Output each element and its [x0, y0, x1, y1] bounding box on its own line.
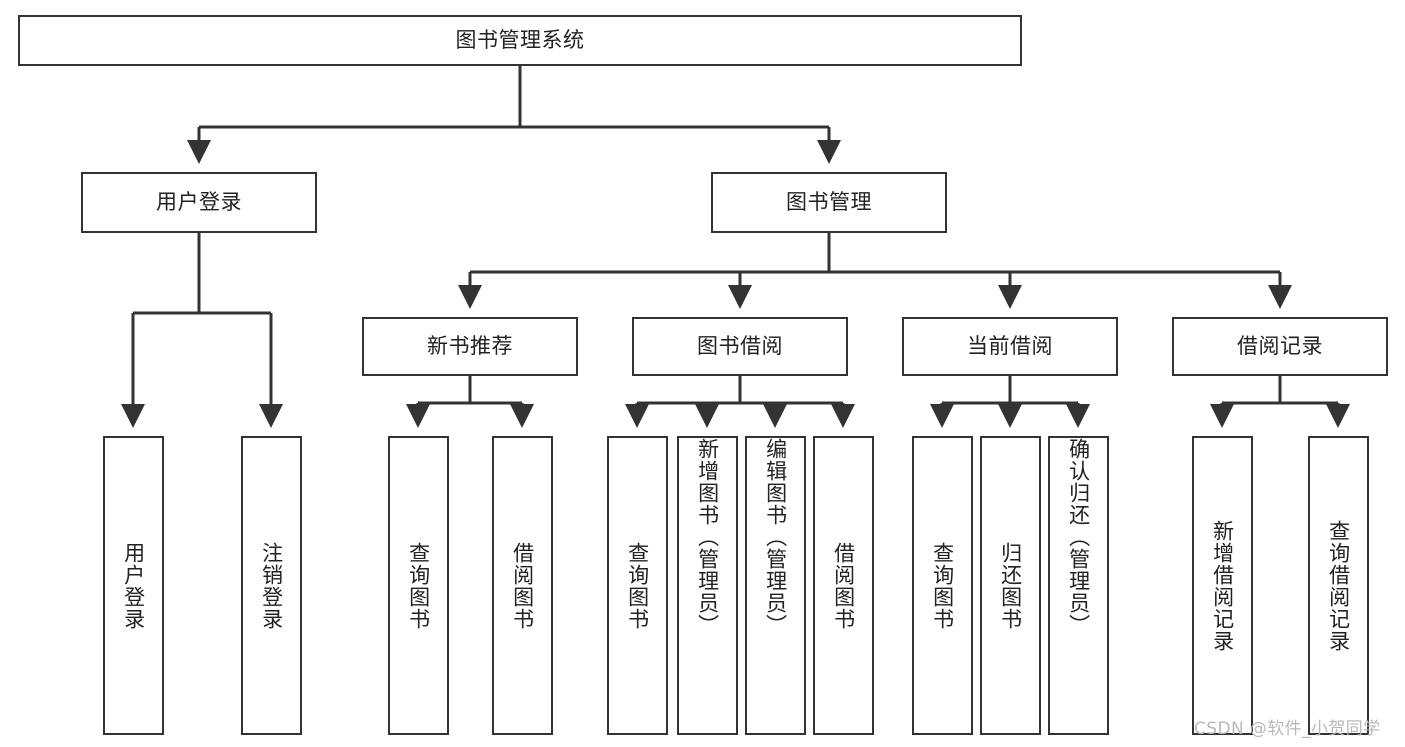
- node-leaf-borrow-book-1[interactable]: 借阅图书: [492, 436, 553, 735]
- node-leaf-query-book-1-label: 查询图书: [406, 541, 431, 630]
- csdn-watermark: CSDN @软件_小贺同学: [1194, 719, 1381, 739]
- edges: [121, 66, 1350, 428]
- node-leaf-query-record-label: 查询借阅记录: [1326, 519, 1351, 652]
- node-leaf-add-book-label: 新增图书（管理员）: [695, 438, 720, 636]
- node-leaf-return-book[interactable]: 归还图书: [980, 436, 1041, 735]
- node-user-login-label: 用户登录: [156, 189, 242, 214]
- node-user-login[interactable]: 用户登录: [81, 172, 317, 233]
- node-new-book-recommend[interactable]: 新书推荐: [362, 317, 578, 376]
- node-leaf-confirm-return-label: 确认归还（管理员）: [1066, 438, 1091, 636]
- node-leaf-add-record-label: 新增借阅记录: [1210, 519, 1235, 652]
- node-leaf-logout-label: 注销登录: [259, 541, 284, 630]
- node-leaf-borrow-book-2-label: 借阅图书: [831, 541, 856, 630]
- node-leaf-confirm-return[interactable]: 确认归还（管理员）: [1048, 436, 1109, 735]
- node-book-management[interactable]: 图书管理: [711, 172, 947, 233]
- node-borrow-record-label: 借阅记录: [1237, 333, 1323, 358]
- node-leaf-logout[interactable]: 注销登录: [241, 436, 302, 735]
- node-leaf-query-record[interactable]: 查询借阅记录: [1308, 436, 1369, 735]
- node-leaf-user-login-label: 用户登录: [121, 541, 146, 630]
- node-leaf-borrow-book-2[interactable]: 借阅图书: [813, 436, 874, 735]
- node-leaf-edit-book[interactable]: 编辑图书（管理员）: [745, 436, 806, 735]
- node-leaf-query-book-3[interactable]: 查询图书: [912, 436, 973, 735]
- node-leaf-edit-book-label: 编辑图书（管理员）: [763, 438, 788, 636]
- node-leaf-borrow-book-1-label: 借阅图书: [510, 541, 535, 630]
- node-leaf-user-login[interactable]: 用户登录: [103, 436, 164, 735]
- node-book-management-label: 图书管理: [786, 189, 872, 214]
- node-leaf-add-record[interactable]: 新增借阅记录: [1192, 436, 1253, 735]
- node-new-book-recommend-label: 新书推荐: [427, 333, 513, 358]
- node-book-borrow-label: 图书借阅: [697, 333, 783, 358]
- node-current-borrow[interactable]: 当前借阅: [902, 317, 1118, 376]
- node-leaf-query-book-2[interactable]: 查询图书: [607, 436, 668, 735]
- node-leaf-return-book-label: 归还图书: [998, 541, 1023, 630]
- node-leaf-query-book-2-label: 查询图书: [625, 541, 650, 630]
- node-root-label: 图书管理系统: [455, 27, 585, 52]
- node-book-borrow[interactable]: 图书借阅: [632, 317, 848, 376]
- node-current-borrow-label: 当前借阅: [967, 333, 1053, 358]
- node-leaf-query-book-1[interactable]: 查询图书: [388, 436, 449, 735]
- node-root[interactable]: 图书管理系统: [18, 15, 1022, 66]
- node-leaf-query-book-3-label: 查询图书: [930, 541, 955, 630]
- node-leaf-add-book[interactable]: 新增图书（管理员）: [677, 436, 738, 735]
- node-borrow-record[interactable]: 借阅记录: [1172, 317, 1388, 376]
